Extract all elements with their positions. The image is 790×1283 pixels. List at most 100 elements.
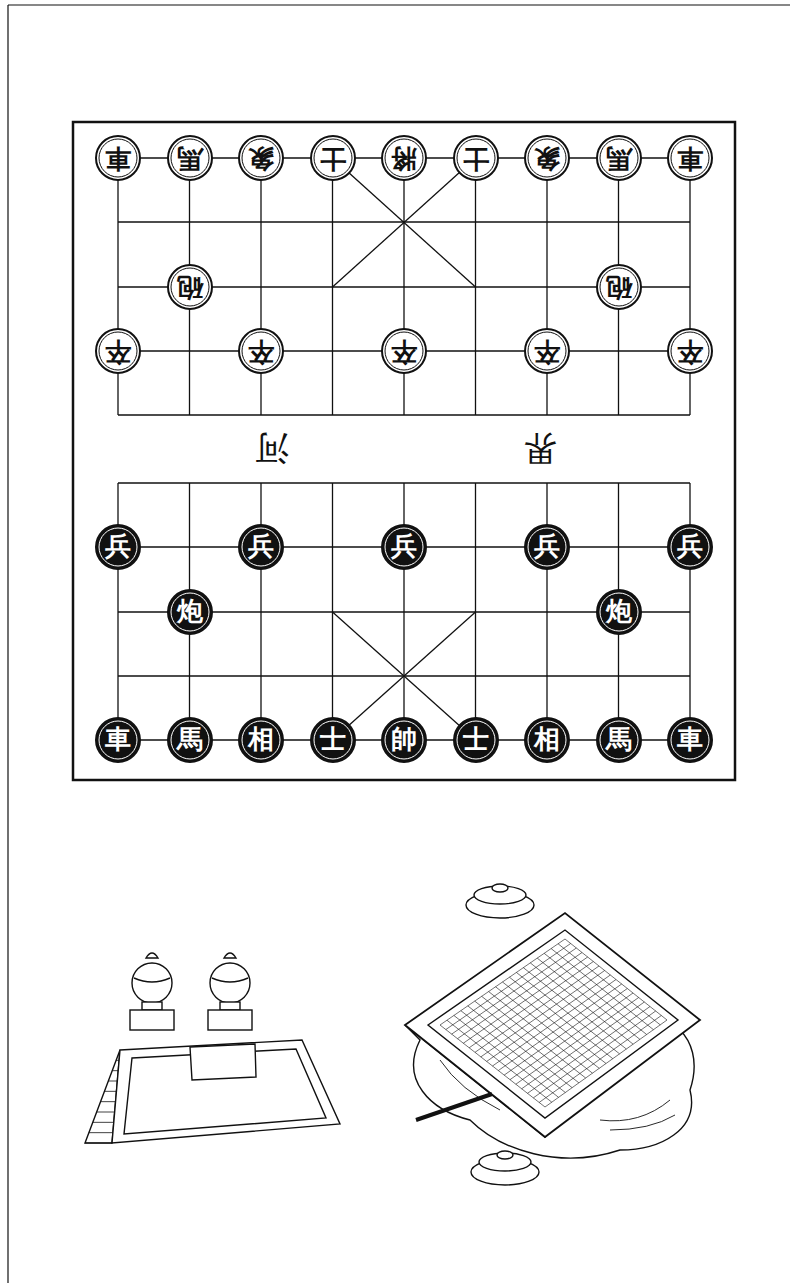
- grid-line: [475, 483, 476, 740]
- piece-name: 象: [534, 145, 560, 171]
- piece-ring: [597, 718, 641, 762]
- hatch-line: [89, 1132, 113, 1133]
- piece-name: 卒: [248, 338, 274, 364]
- piece-name: 兵: [105, 534, 131, 560]
- grid-line: [332, 483, 333, 740]
- piece-ring: [668, 718, 712, 762]
- piece-ring: [239, 329, 283, 373]
- piece-ring: [671, 528, 709, 566]
- go-line: [545, 1020, 667, 1107]
- piece-name: 卒: [677, 338, 703, 364]
- grid-line: [689, 483, 690, 740]
- light-piece: 士: [453, 135, 499, 181]
- dark-piece: 相: [238, 717, 284, 763]
- piece-name: 馬: [606, 727, 632, 753]
- piece-ring: [528, 528, 566, 566]
- grid-line: [260, 158, 261, 415]
- piece-ring: [668, 329, 712, 373]
- piece-ring: [314, 721, 352, 759]
- dark-piece: 車: [667, 717, 713, 763]
- piece-ring: [242, 332, 280, 370]
- go-line: [558, 944, 660, 1025]
- piece-ring: [171, 721, 209, 759]
- river-label-box: 河: [255, 431, 289, 465]
- piece-ring: [528, 332, 566, 370]
- go-line: [565, 939, 667, 1020]
- piece-ring: [382, 525, 426, 569]
- piece-ring: [597, 265, 641, 309]
- piece-ring: [99, 139, 137, 177]
- piece-name: 兵: [677, 534, 703, 560]
- piece-name: 兵: [391, 534, 417, 560]
- piece-name: 車: [677, 145, 703, 171]
- dark-piece: 炮: [596, 589, 642, 635]
- light-piece: 馬: [596, 135, 642, 181]
- piece-name: 相: [534, 727, 560, 753]
- piece-ring: [242, 721, 280, 759]
- piece-ring: [171, 139, 209, 177]
- piece-ring: [525, 329, 569, 373]
- go-board-drawing: [405, 884, 700, 1185]
- piece-ring: [168, 590, 212, 634]
- piece-ring: [168, 136, 212, 180]
- piece-ring: [597, 590, 641, 634]
- piece-ring: [385, 332, 423, 370]
- piece-name: 砲: [177, 274, 203, 300]
- light-piece: 車: [95, 135, 141, 181]
- piece-name: 卒: [391, 338, 417, 364]
- piece-ring: [96, 329, 140, 373]
- grid-line: [117, 483, 118, 740]
- piece-ring: [668, 136, 712, 180]
- piece-ring: [668, 525, 712, 569]
- piece-name: 炮: [177, 599, 203, 625]
- piece-ring: [600, 268, 638, 306]
- hatch-line: [101, 1101, 116, 1102]
- dark-piece: 兵: [381, 524, 427, 570]
- grid-line: [403, 483, 404, 740]
- piece-ring: [600, 139, 638, 177]
- light-piece: 砲: [596, 264, 642, 310]
- piece-ring: [311, 136, 355, 180]
- go-line: [537, 958, 640, 1039]
- light-piece: 卒: [95, 328, 141, 374]
- piece-name: 砲: [606, 274, 632, 300]
- piece-name: 相: [248, 727, 274, 753]
- grid-line: [546, 158, 547, 415]
- dark-piece: 馬: [167, 717, 213, 763]
- go-line: [530, 963, 633, 1044]
- light-piece: 象: [238, 135, 284, 181]
- piece-ring: [171, 593, 209, 631]
- piece-ring: [671, 332, 709, 370]
- light-piece: 砲: [167, 264, 213, 310]
- piece-ring: [242, 528, 280, 566]
- hatch-line: [112, 1070, 118, 1071]
- piece-ring: [239, 525, 283, 569]
- piece-ring: [671, 721, 709, 759]
- piece-ring: [99, 528, 137, 566]
- piece-name: 兵: [534, 534, 560, 560]
- piece-ring: [96, 718, 140, 762]
- piece-ring: [311, 718, 355, 762]
- piece-ring: [385, 139, 423, 177]
- piece-ring: [99, 721, 137, 759]
- piece-name: 象: [248, 145, 274, 171]
- go-line: [493, 980, 617, 1067]
- piece-ring: [525, 718, 569, 762]
- piece-ring: [528, 721, 566, 759]
- piece-ring: [671, 139, 709, 177]
- piece-name: 馬: [177, 145, 203, 171]
- piece-ring: [382, 718, 426, 762]
- hatch-line: [97, 1112, 115, 1113]
- river-label-box: 界: [523, 431, 557, 465]
- go-line: [528, 1007, 651, 1094]
- hatch-line: [108, 1081, 117, 1082]
- piece-ring: [314, 139, 352, 177]
- dark-piece: 炮: [167, 589, 213, 635]
- piece-name: 車: [677, 727, 703, 753]
- piece-ring: [525, 136, 569, 180]
- dark-piece: 馬: [596, 717, 642, 763]
- dark-piece: 兵: [524, 524, 570, 570]
- piece-ring: [525, 525, 569, 569]
- piece-ring: [382, 136, 426, 180]
- piece-name: 士: [463, 727, 489, 753]
